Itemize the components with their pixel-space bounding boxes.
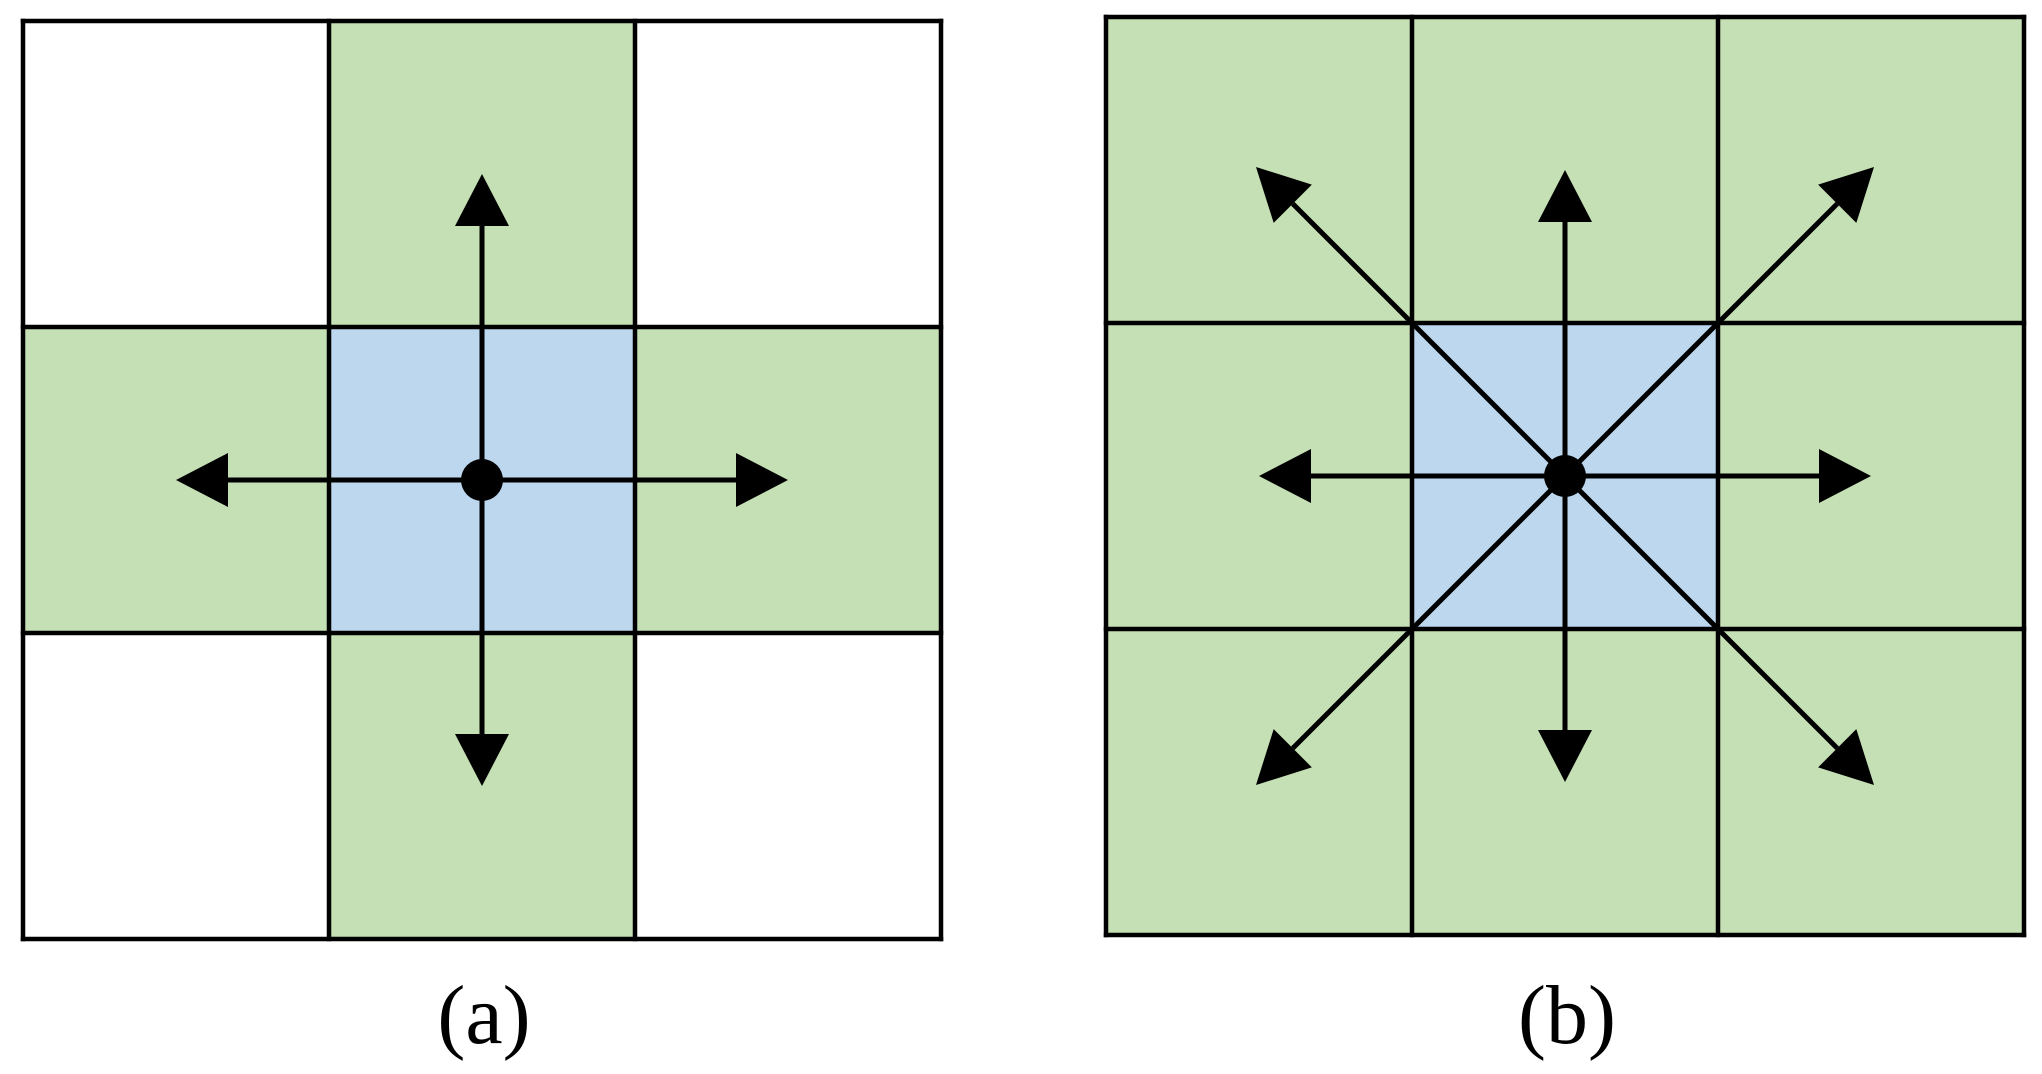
arrow-up-left (1255, 166, 1567, 478)
arrow-up-right (1563, 166, 1875, 478)
arrow-head-left (176, 453, 228, 507)
arrow-shaft-down-right (1563, 474, 1840, 751)
arrow-head-up-right (1818, 166, 1875, 223)
cell-empty-r2-c0 (23, 633, 329, 939)
arrow-down-right (1563, 474, 1875, 786)
arrow-down (455, 480, 509, 786)
arrow-head-down-left (1255, 729, 1312, 786)
center-dot (461, 459, 503, 501)
center-dot (1544, 455, 1586, 497)
arrow-shaft-up-left (1290, 201, 1567, 478)
arrow-head-up (455, 174, 509, 226)
arrow-head-down-right (1818, 729, 1875, 786)
arrow-right (1565, 449, 1871, 503)
arrow-down-left (1255, 474, 1567, 786)
cell-empty-r0-c0 (23, 21, 329, 327)
arrow-head-up (1538, 170, 1592, 222)
caption-b: (b) (1518, 969, 1616, 1062)
arrow-up (1538, 170, 1592, 476)
arrow-shaft-down-left (1290, 474, 1567, 751)
arrow-head-right (736, 453, 788, 507)
arrow-left (176, 453, 482, 507)
arrow-head-left (1259, 449, 1311, 503)
panel-a (20, 18, 944, 942)
caption-a: (a) (437, 969, 531, 1062)
arrow-shaft-up-right (1563, 201, 1840, 478)
arrow-head-up-left (1255, 166, 1312, 223)
arrow-head-right (1819, 449, 1871, 503)
arrow-head-down (1538, 730, 1592, 782)
arrow-left (1259, 449, 1565, 503)
panel-b (1103, 14, 2027, 938)
arrow-head-down (455, 734, 509, 786)
arrow-down (1538, 476, 1592, 782)
cell-empty-r0-c2 (635, 21, 941, 327)
cell-empty-r2-c2 (635, 633, 941, 939)
arrow-up (455, 174, 509, 480)
arrow-right (482, 453, 788, 507)
